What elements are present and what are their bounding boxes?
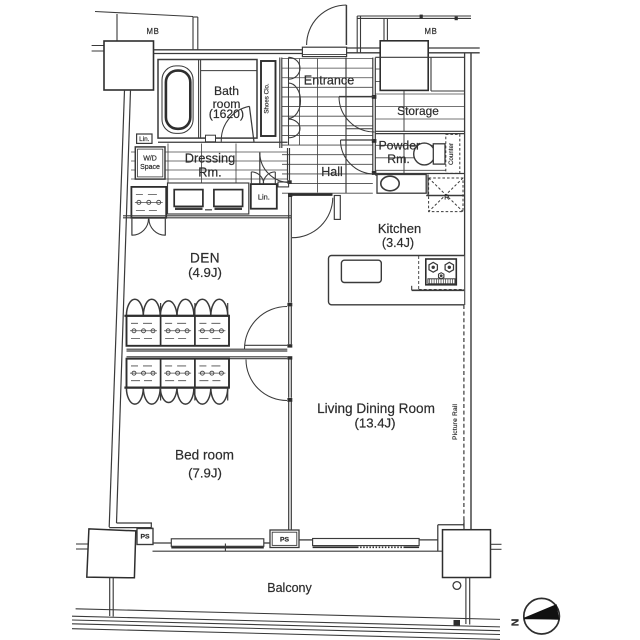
svg-text:MB: MB (425, 27, 438, 36)
svg-text:Space: Space (140, 164, 160, 171)
svg-text:DEN: DEN (190, 251, 220, 266)
svg-text:N: N (510, 619, 522, 627)
svg-text:Bath: Bath (214, 84, 239, 98)
svg-text:room: room (213, 97, 241, 111)
svg-text:PS: PS (140, 534, 150, 541)
svg-text:W/D: W/D (143, 156, 157, 163)
svg-text:Storage: Storage (397, 104, 439, 118)
svg-text:Picture Rail: Picture Rail (452, 404, 459, 440)
svg-text:Counter: Counter (448, 143, 455, 165)
svg-text:MB: MB (147, 27, 160, 36)
svg-text:Hall: Hall (321, 165, 343, 179)
svg-text:Living Dining Room: Living Dining Room (317, 401, 435, 416)
svg-text:PS: PS (280, 537, 290, 544)
svg-text:(7.9J): (7.9J) (188, 466, 222, 481)
svg-text:(3.4J): (3.4J) (382, 236, 414, 250)
svg-text:R: R (444, 195, 449, 202)
svg-text:(4.9J): (4.9J) (188, 265, 222, 280)
svg-text:Dressing: Dressing (185, 150, 236, 165)
svg-text:Balcony: Balcony (267, 581, 312, 595)
svg-text:Rm.: Rm. (387, 152, 410, 166)
svg-text:Lin.: Lin. (258, 193, 270, 202)
svg-text:Powder: Powder (378, 138, 420, 152)
svg-text:(1620): (1620) (209, 107, 244, 121)
svg-text:(13.4J): (13.4J) (354, 415, 395, 430)
svg-text:Bed room: Bed room (175, 448, 234, 463)
svg-text:Lin.: Lin. (139, 136, 150, 143)
svg-text:Shoes Clo.: Shoes Clo. (264, 83, 271, 114)
svg-text:Rm.: Rm. (198, 164, 221, 179)
svg-text:Kitchen: Kitchen (378, 221, 421, 236)
svg-text:Entrance: Entrance (304, 73, 354, 87)
